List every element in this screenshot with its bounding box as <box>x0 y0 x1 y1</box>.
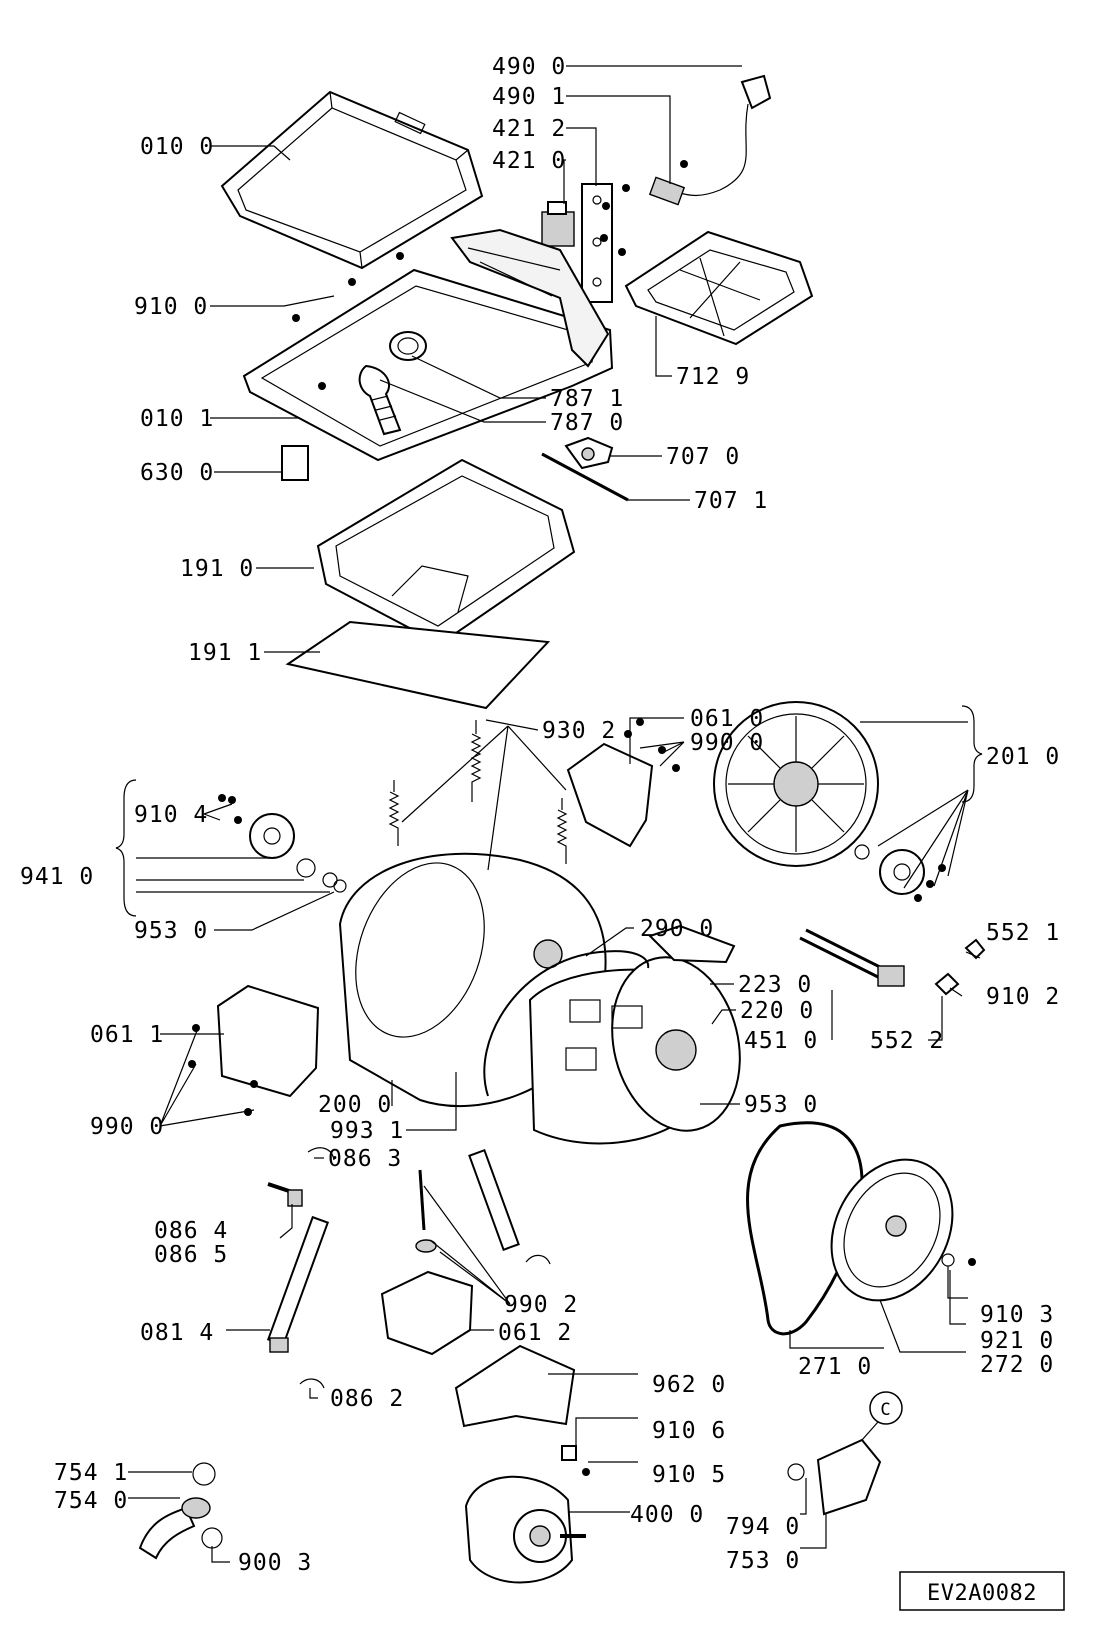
label-490-1: 490 1 <box>492 84 566 110</box>
bearing-flange-part <box>854 844 925 895</box>
leader-lines <box>128 65 981 1563</box>
screws-part <box>188 160 976 1476</box>
label-794-0: 794 0 <box>726 1514 800 1540</box>
drum-gasket-part <box>483 950 650 1097</box>
motor-part <box>464 1475 586 1584</box>
label-271-0: 271 0 <box>798 1354 872 1380</box>
pressure-switch-part <box>541 436 629 502</box>
part-labels: 490 0 490 1 421 2 421 0 010 0 910 0 712 … <box>20 54 1060 1576</box>
label-953-0-right: 953 0 <box>744 1092 818 1118</box>
brace-201 <box>961 705 983 803</box>
callout-c: C <box>869 1391 903 1425</box>
label-754-1: 754 1 <box>54 1460 128 1486</box>
heater-part <box>799 928 905 987</box>
label-490-0: 490 0 <box>492 54 566 80</box>
tub-cover-part <box>316 458 576 646</box>
control-panel-frame-part <box>624 230 814 346</box>
label-061-2: 061 2 <box>498 1320 572 1346</box>
label-990-0-left: 990 0 <box>90 1114 164 1140</box>
tub-back-part <box>713 701 879 867</box>
label-707-1: 707 1 <box>694 488 768 514</box>
belt-part <box>746 1121 864 1336</box>
label-191-1: 191 1 <box>188 640 262 666</box>
label-910-4: 910 4 <box>134 802 208 828</box>
label-200-0: 200 0 <box>318 1092 392 1118</box>
label-061-1: 061 1 <box>90 1022 164 1048</box>
label-552-2: 552 2 <box>870 1028 944 1054</box>
label-086-5: 086 5 <box>154 1242 228 1268</box>
shield-part <box>454 1344 576 1428</box>
detergent-hose-part <box>358 331 427 436</box>
label-191-0: 191 0 <box>180 556 254 582</box>
label-787-1: 787 1 <box>550 386 624 412</box>
label-451-0: 451 0 <box>744 1028 818 1054</box>
washer-part <box>941 1253 955 1267</box>
label-010-1: 010 1 <box>140 406 214 432</box>
label-962-0: 962 0 <box>652 1372 726 1398</box>
label-220-0: 220 0 <box>740 998 814 1024</box>
drum-part <box>528 956 741 1145</box>
callout-c-label: C <box>880 1400 891 1420</box>
label-910-6: 910 6 <box>652 1418 726 1444</box>
top-cover-part <box>220 90 484 270</box>
gasket-part <box>285 620 551 710</box>
brace-941 <box>115 779 137 917</box>
label-086-3: 086 3 <box>328 1146 402 1172</box>
label-061-0: 061 0 <box>690 706 764 732</box>
label-086-2: 086 2 <box>330 1386 404 1412</box>
shock-absorber-right-part <box>468 1148 551 1265</box>
label-910-2: 910 2 <box>986 984 1060 1010</box>
drain-pump-part <box>787 1438 882 1516</box>
label-010-0: 010 0 <box>140 134 214 160</box>
label-081-4: 081 4 <box>140 1320 214 1346</box>
bearing-kit-part <box>249 813 347 893</box>
label-421-0: 421 0 <box>492 148 566 174</box>
label-900-3: 900 3 <box>238 1550 312 1576</box>
label-941-0: 941 0 <box>20 864 94 890</box>
label-921-0: 921 0 <box>980 1328 1054 1354</box>
pulley-part <box>830 1158 954 1302</box>
counterweight-lower-part <box>380 1270 474 1356</box>
nut-part <box>561 1445 577 1461</box>
label-712-9: 712 9 <box>676 364 750 390</box>
holder-part <box>648 924 736 964</box>
label-290-0: 290 0 <box>640 916 714 942</box>
reference-code-box: EV2A0082 <box>899 1571 1065 1611</box>
label-552-1: 552 1 <box>986 920 1060 946</box>
label-930-2: 930 2 <box>542 718 616 744</box>
label-223-0: 223 0 <box>738 972 812 998</box>
main-frame-part <box>242 228 614 462</box>
shock-absorber-left-part <box>266 1147 335 1389</box>
power-cord-part <box>648 74 772 206</box>
label-201-0: 201 0 <box>986 744 1060 770</box>
drain-hose-part <box>138 1462 223 1560</box>
label-400-0: 400 0 <box>630 1502 704 1528</box>
label-707-0: 707 0 <box>666 444 740 470</box>
sensor-parts <box>934 938 986 996</box>
label-990-2: 990 2 <box>504 1292 578 1318</box>
label-421-2: 421 2 <box>492 116 566 142</box>
label-993-1: 993 1 <box>330 1118 404 1144</box>
label-910-0: 910 0 <box>134 294 208 320</box>
bolts-part <box>415 1169 437 1253</box>
label-990-0-top: 990 0 <box>690 730 764 756</box>
label-787-0: 787 0 <box>550 410 624 436</box>
label-910-3: 910 3 <box>980 1302 1054 1328</box>
counterweight-top-part <box>566 742 654 848</box>
label-910-5: 910 5 <box>652 1462 726 1488</box>
label-953-0-left: 953 0 <box>134 918 208 944</box>
counterweight-front-part <box>216 984 320 1098</box>
label-754-0: 754 0 <box>54 1488 128 1514</box>
label-753-0: 753 0 <box>726 1548 800 1574</box>
reference-code: EV2A0082 <box>927 1581 1037 1606</box>
block-630-part <box>281 445 309 481</box>
label-086-4: 086 4 <box>154 1218 228 1244</box>
label-272-0: 272 0 <box>980 1352 1054 1378</box>
label-630-0: 630 0 <box>140 460 214 486</box>
